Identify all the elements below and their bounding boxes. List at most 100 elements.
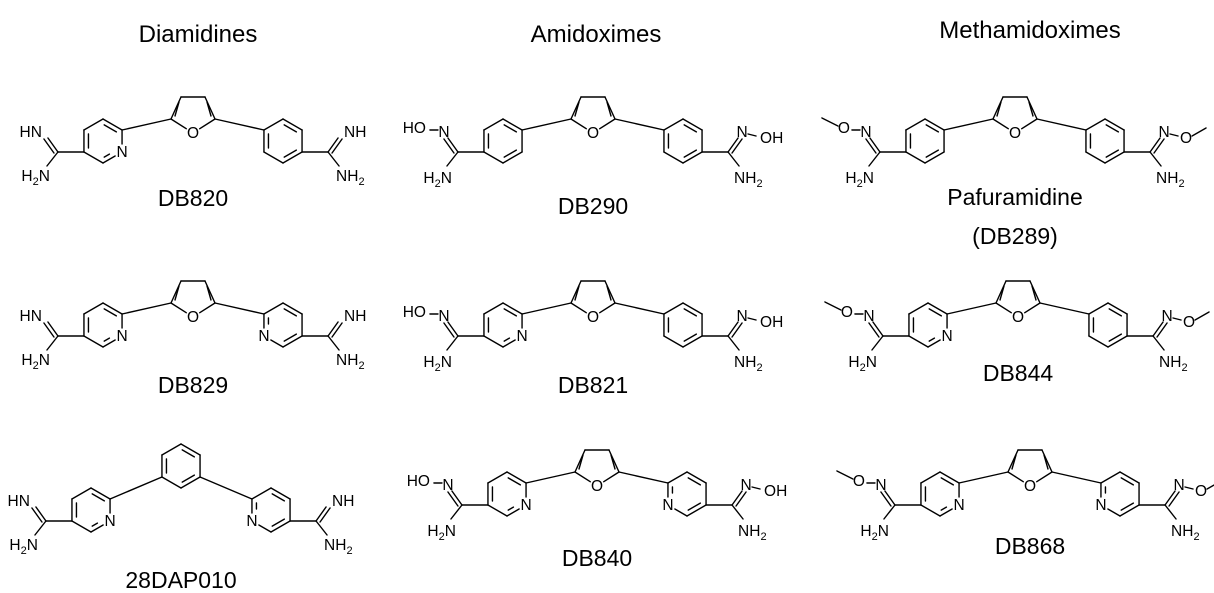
c-n-bond — [731, 504, 744, 520]
ring-bond — [282, 151, 303, 164]
ring-link — [199, 476, 253, 500]
atom-label: N — [740, 477, 751, 494]
ring-link — [618, 471, 669, 484]
ring-bond — [908, 302, 929, 315]
atom-label: NH2 — [738, 523, 767, 543]
c-n-double — [1149, 137, 1161, 153]
furan-bond — [170, 96, 182, 120]
atom-label: N — [1158, 124, 1169, 141]
c-n-double — [331, 322, 343, 338]
furan-bond — [199, 302, 216, 314]
c-n-bond — [327, 151, 340, 167]
ring-double-bond — [683, 149, 698, 158]
atom-label: N — [258, 328, 269, 345]
furan-bond — [170, 280, 182, 304]
c-n-bond — [46, 335, 59, 351]
c-n-double — [1156, 322, 1168, 338]
furan-double-bond — [1031, 285, 1037, 301]
furan-double-bond — [1011, 454, 1017, 470]
c-n-double — [447, 321, 459, 337]
atom-label: OH — [764, 483, 787, 500]
c-n-double — [331, 138, 343, 154]
ring-bond — [180, 443, 201, 456]
ring-bond — [682, 335, 703, 348]
ring-bond — [1119, 504, 1140, 517]
ring-double-bond — [940, 506, 948, 511]
ring-bond — [1107, 335, 1128, 348]
ring-double-bond — [271, 518, 286, 527]
c-n-bond — [46, 151, 59, 167]
ring-bond — [682, 118, 703, 131]
atom-label: NH — [344, 308, 366, 325]
caption-28dap010: 28DAP010 — [125, 567, 236, 593]
ring-bond — [102, 118, 123, 131]
n-o-bond — [1184, 486, 1194, 490]
ring-double-bond — [181, 474, 196, 483]
ring-double-bond — [925, 149, 940, 158]
ring-bond — [270, 487, 291, 500]
ring-bond — [682, 151, 703, 164]
ring-bond — [927, 302, 948, 315]
ring-bond — [71, 520, 92, 533]
c-n-double — [443, 138, 455, 154]
ring-bond — [83, 151, 104, 164]
ring-double-bond — [103, 308, 118, 317]
atom-label: NH2 — [734, 170, 763, 190]
o-ch3-bond — [821, 117, 839, 127]
furan-double-bond — [606, 285, 612, 301]
atom-label: O — [1024, 478, 1036, 495]
ring-bond — [483, 335, 504, 348]
furan-double-bond — [610, 454, 616, 470]
furan-double-bond — [206, 285, 212, 301]
furan-double-bond — [999, 285, 1005, 301]
atom-label: NH2 — [1156, 170, 1185, 190]
n-o-bond — [747, 317, 757, 321]
furan-bond — [992, 118, 1009, 130]
ring-double-bond — [103, 153, 111, 158]
furan-bond — [170, 118, 187, 130]
furan-double-bond — [174, 285, 180, 301]
c-n-double — [865, 138, 877, 154]
caption-db868: DB868 — [995, 533, 1065, 559]
c-n-double — [327, 137, 339, 153]
ring-bond — [502, 118, 523, 131]
atom-label: NH2 — [1171, 523, 1200, 543]
ring-link — [525, 471, 576, 484]
ring-bond — [102, 302, 123, 315]
atom-label: H2N — [423, 170, 452, 190]
atom-label: N — [246, 513, 257, 530]
ring-bond — [502, 302, 523, 315]
ring-double-bond — [503, 337, 511, 342]
ring-bond — [939, 471, 960, 484]
c-n-bond — [1152, 335, 1165, 351]
ring-link — [121, 118, 172, 131]
atom-label: O — [1009, 125, 1021, 142]
ring-link — [1039, 302, 1090, 315]
c-n-double — [43, 322, 55, 338]
ring-bond — [71, 487, 92, 500]
furan-bond — [1007, 471, 1024, 483]
ring-bond — [487, 471, 508, 484]
atom-label: O — [591, 478, 603, 495]
c-n-double — [327, 321, 339, 337]
ring-double-bond — [940, 477, 955, 486]
atom-label: N — [442, 477, 453, 494]
ring-bond — [1107, 302, 1128, 315]
furan-bond — [995, 280, 1007, 304]
ring-bond — [908, 335, 929, 348]
ring-bond — [663, 302, 684, 315]
atom-label: O — [1180, 130, 1192, 147]
furan-bond — [1041, 449, 1053, 473]
atom-label: H2N — [860, 523, 889, 543]
ring-bond — [102, 155, 116, 164]
furan-bond — [1026, 96, 1038, 120]
c-n-double — [35, 506, 47, 522]
atom-label: HN — [8, 493, 30, 510]
furan-bond — [1036, 471, 1053, 483]
ring-double-bond — [683, 308, 698, 317]
atom-label: OH — [760, 130, 783, 147]
atom-label: N — [860, 124, 871, 141]
c-n-double — [869, 137, 881, 153]
furan-bond — [570, 118, 587, 130]
